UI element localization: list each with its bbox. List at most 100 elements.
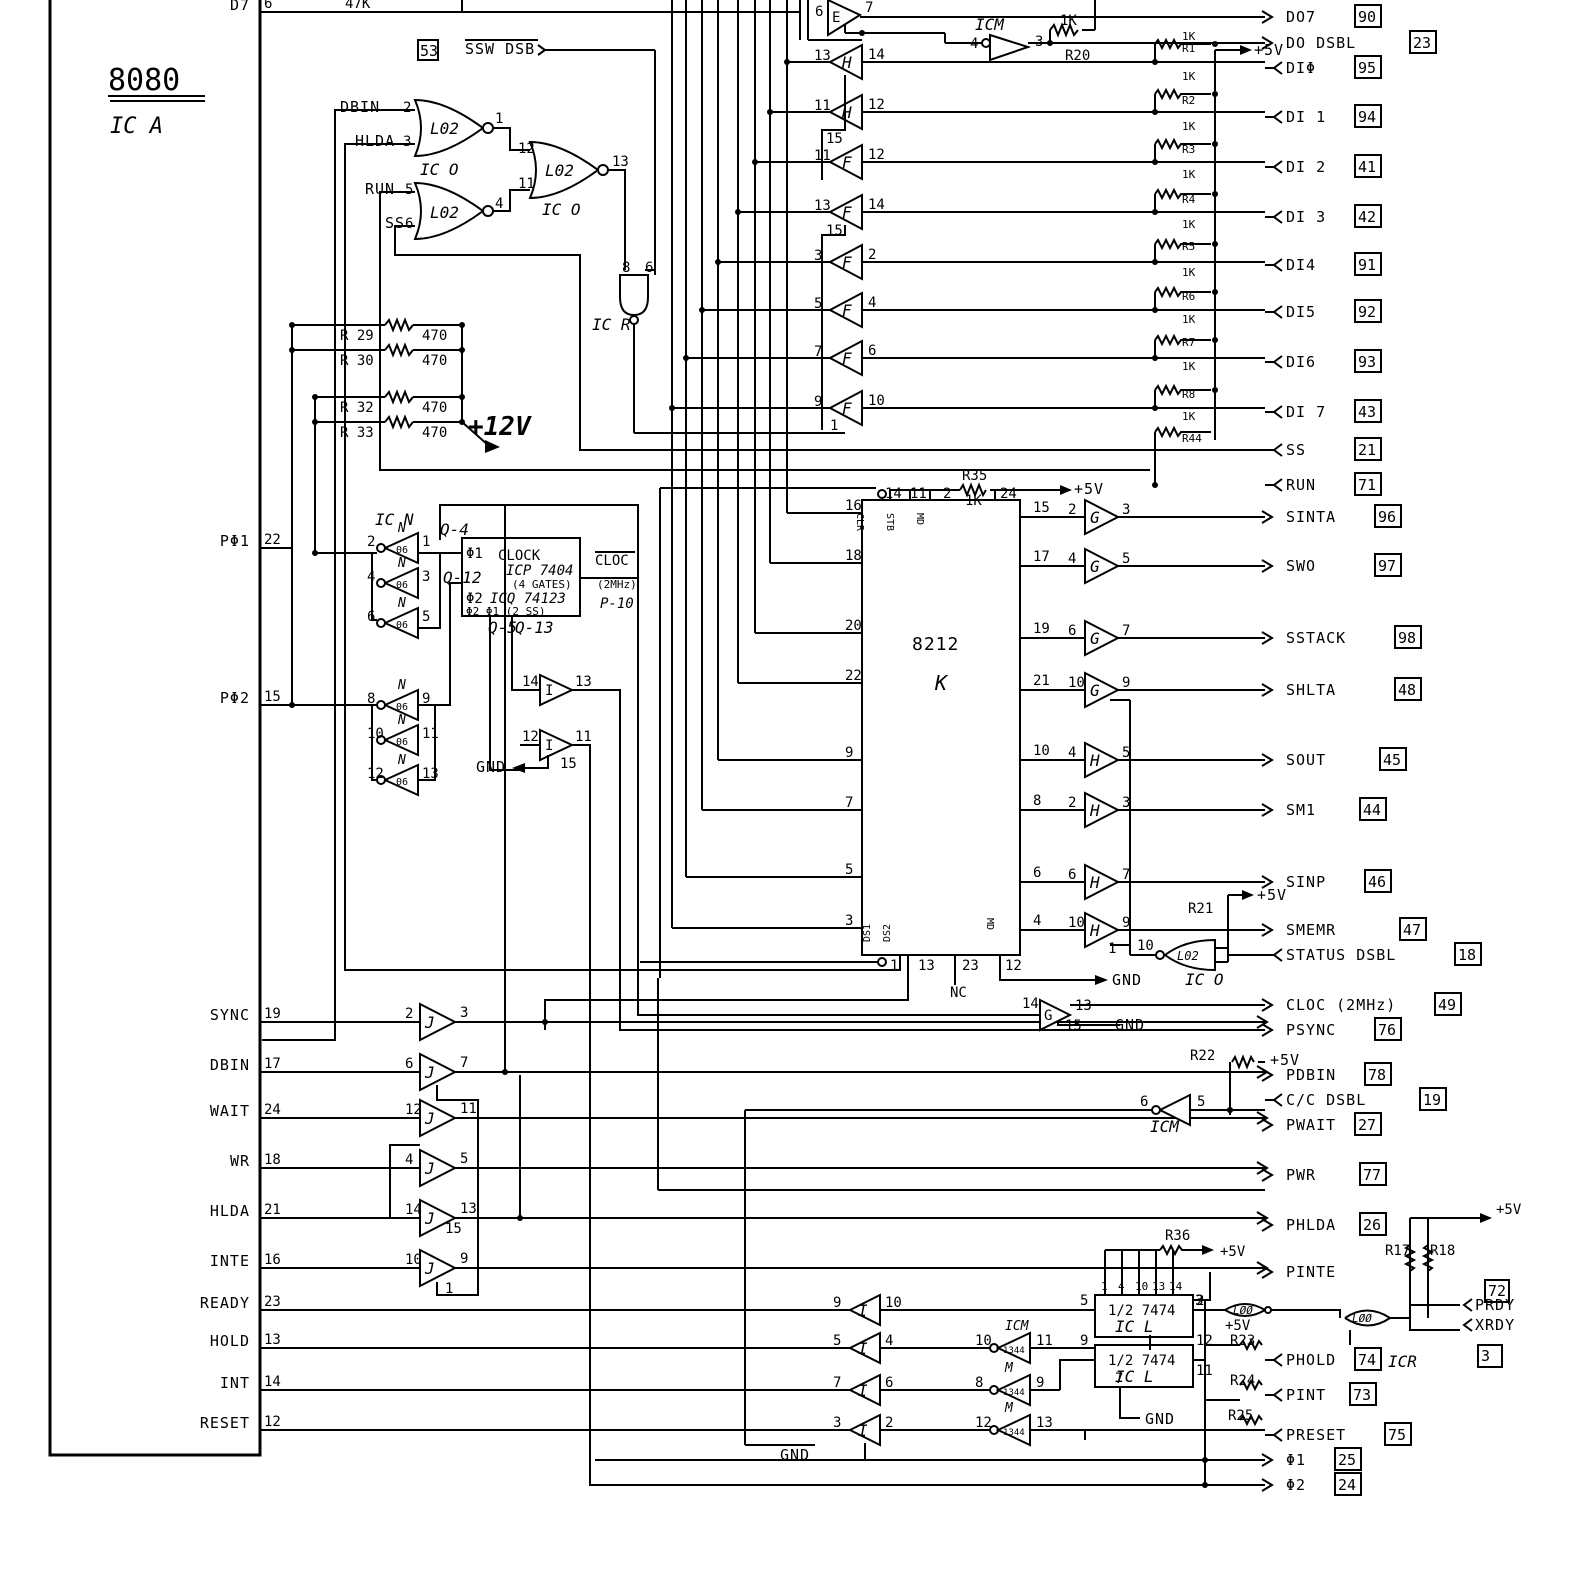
ready-i-gate-0: I	[858, 1301, 868, 1320]
cpu-title: 8080	[108, 63, 180, 98]
svg-text:+5V: +5V	[1257, 886, 1287, 904]
pack-label-10: 1K	[1182, 266, 1196, 279]
svg-text:STB: STB	[884, 513, 895, 531]
latch-left-pin-4: 9	[845, 745, 853, 761]
status-gate-4: H	[1089, 751, 1100, 770]
pack-label-1: R1	[1182, 42, 1195, 55]
pack-label-12: 1K	[1182, 313, 1196, 326]
output-box-33	[1334, 1472, 1362, 1496]
svg-text:1K: 1K	[965, 493, 982, 509]
di-en-2: 15	[826, 223, 843, 239]
output-num-26: 77	[1363, 1166, 1381, 1184]
ready-m-in-0: 10	[975, 1333, 992, 1349]
cpu-pin-num-9: 23	[264, 1294, 281, 1310]
output-label-0: DO7	[1286, 8, 1316, 26]
output-label-18: SINP	[1286, 873, 1326, 891]
output-label-20: STATUS DSBL	[1286, 946, 1396, 964]
cpu-pin-num-12: 12	[264, 1414, 281, 1430]
latch-right-pin-4: 10	[1033, 743, 1050, 759]
svg-text:15: 15	[1065, 1018, 1082, 1034]
output-num-24: 19	[1423, 1091, 1441, 1109]
cpu-block: 8080 IC A	[48, 0, 262, 1457]
svg-text:15: 15	[560, 756, 577, 772]
output-num-25: 27	[1358, 1116, 1376, 1134]
output-num-10: 21	[1358, 441, 1376, 459]
icl-top-pin-4: 14	[1169, 1280, 1183, 1293]
pack-label-17: R44	[1182, 432, 1202, 445]
latch-left-pin-1: 18	[845, 548, 862, 564]
output-num-6: 91	[1358, 256, 1376, 274]
latch-top-pin-3: 24	[1000, 486, 1017, 502]
icl-top-pin-2: 10	[1135, 1280, 1148, 1293]
status-gate-1: G	[1090, 557, 1100, 576]
r47k-label: 47K	[345, 0, 371, 12]
icn-gate-4: 06	[396, 737, 408, 748]
cpu-pin-num-10: 13	[264, 1332, 281, 1348]
output-label-1: DO DSBL	[1286, 34, 1356, 52]
svg-text:+5V: +5V	[1220, 1244, 1246, 1260]
svg-text:GND: GND	[1115, 1016, 1145, 1034]
latch-left-pin-3: 22	[845, 668, 862, 684]
cpu-pin-name-3: SYNC	[210, 1006, 250, 1024]
pack-label-7: R4	[1182, 193, 1196, 206]
output-num-15: 48	[1398, 681, 1416, 699]
j-gate-0: J	[424, 1013, 435, 1032]
di-gate-5: F	[842, 301, 852, 320]
ready-box-1	[1477, 1344, 1503, 1368]
output-box-19	[1399, 917, 1427, 941]
output-label-9: DI 7	[1286, 403, 1326, 421]
svg-text:3: 3	[403, 134, 411, 150]
pack-label-3: R2	[1182, 94, 1195, 107]
output-box-10	[1354, 437, 1382, 461]
di-gate-3: F	[842, 203, 852, 222]
svg-text:L02: L02	[1177, 949, 1199, 963]
cpu-pin-name-2: PΦ2	[220, 689, 250, 707]
output-box-22	[1374, 1017, 1402, 1041]
ready-i-out-0: 10	[885, 1295, 902, 1311]
di-gate-7: F	[842, 399, 852, 418]
output-num-32: 25	[1338, 1451, 1356, 1469]
icr-label: IC R	[592, 315, 631, 334]
ready-i-in-2: 7	[833, 1375, 841, 1391]
latch-left-pin-6: 5	[845, 862, 853, 878]
svg-text:Q-4: Q-4	[440, 520, 469, 539]
di-pin-out-5: 4	[868, 295, 876, 311]
output-box-5	[1354, 204, 1382, 228]
svg-text:14: 14	[522, 674, 539, 690]
di-pin-out-0: 14	[868, 47, 885, 63]
svg-text:L02: L02	[545, 161, 574, 180]
output-num-16: 45	[1383, 751, 1401, 769]
pack-label-14: 1K	[1182, 360, 1196, 373]
output-label-21: CLOC (2MHz)	[1286, 996, 1396, 1014]
and-gate-1: LØØ	[1233, 1304, 1253, 1317]
ready-i-out-2: 6	[885, 1375, 893, 1391]
svg-text:Φ1: Φ1	[466, 546, 483, 562]
output-label-33: Φ2	[1286, 1476, 1306, 1494]
output-label-13: SWO	[1286, 557, 1316, 575]
status-gate-5: H	[1089, 801, 1100, 820]
ready-i-gate-3: I	[858, 1421, 868, 1440]
svg-text:L02: L02	[430, 119, 459, 138]
output-num-0: 90	[1358, 8, 1376, 26]
output-label-17: SM1	[1286, 801, 1316, 819]
output-box-1	[1409, 30, 1437, 54]
output-label-32: Φ1	[1286, 1451, 1306, 1469]
svg-text:R36: R36	[1165, 1228, 1190, 1244]
output-box-9	[1354, 399, 1382, 423]
output-label-15: SHLTA	[1286, 681, 1336, 699]
output-box-27	[1359, 1212, 1387, 1236]
di-gate-2: F	[842, 153, 852, 172]
svg-text:GND: GND	[1112, 971, 1142, 989]
output-label-11: RUN	[1286, 476, 1316, 494]
icl-top-pin-1: 4	[1118, 1280, 1125, 1293]
di-gate-1: H	[841, 103, 852, 122]
output-label-24: C/C DSBL	[1286, 1091, 1366, 1109]
svg-text:6: 6	[1140, 1094, 1148, 1110]
output-box-17	[1359, 797, 1387, 821]
output-num-13: 97	[1378, 557, 1396, 575]
j-pin-in-2: 12	[405, 1102, 422, 1118]
cpu-pin-name-1: PΦ1	[220, 532, 250, 550]
